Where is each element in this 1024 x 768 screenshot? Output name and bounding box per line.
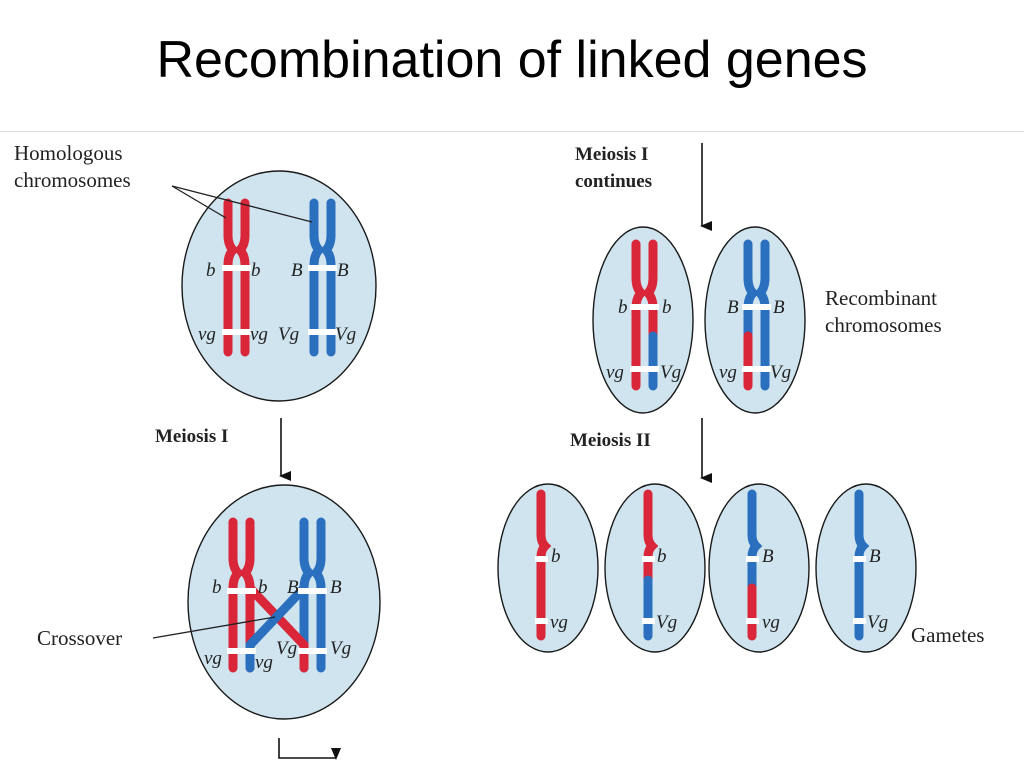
meiosis-ii-label: Meiosis II [570,430,651,451]
gene-label-B: B [330,577,342,598]
gene-label-b: b [551,546,561,567]
homologous-leader-line [171,185,313,223]
daughter-cell-left [592,226,694,414]
recombinant-chromosome-pair-left [630,239,659,391]
slide-title: Recombination of linked genes [156,31,868,89]
title-divider [0,131,1024,132]
gene-label-vg: vg [550,612,568,633]
crossover-chromosomes [227,517,327,673]
gene-label-Vg: Vg [867,612,888,633]
gene-label-b: b [212,577,222,598]
gene-label-vg: vg [606,362,624,383]
continue-arrow [278,738,341,760]
gene-label-b: b [206,260,216,281]
gene-label-Vg: Vg [656,612,677,633]
gene-label-B: B [762,546,774,567]
gene-label-B: B [773,297,785,318]
meiosis-i-label: Meiosis I [155,426,228,447]
maternal-chromosome-pair [222,198,251,357]
homologous-label-line1: Homologous [14,141,123,165]
gene-label-B: B [727,297,739,318]
gene-label-vg: vg [198,324,216,345]
gene-label-vg: vg [719,362,737,383]
gamete-chromosome-4 [853,489,870,641]
crossover-label: Crossover [37,626,122,650]
gene-label-b: b [662,297,672,318]
gene-label-b: b [258,577,268,598]
gene-label-Vg: Vg [770,362,791,383]
gene-label-vg: vg [250,324,268,345]
gene-label-vg: vg [255,652,273,673]
gamete-chromosome-3 [746,489,763,641]
gene-label-B: B [337,260,349,281]
gene-label-b: b [657,546,667,567]
gametes-label: Gametes [911,623,984,647]
gamete-cell-1 [497,483,599,653]
paternal-chromosome-pair [308,198,337,357]
parent-cell [181,170,377,402]
gamete-cell-4 [815,483,917,653]
recombinant-chromosome-pair-right [742,239,771,391]
gene-label-B: B [287,577,299,598]
crossover-cell [187,484,381,720]
gene-label-B: B [291,260,303,281]
crossover-leader-line [152,616,276,639]
daughter-cell-right [704,226,806,414]
gene-label-b: b [618,297,628,318]
gene-label-b: b [251,260,261,281]
gamete-chromosome-2 [642,489,659,641]
gene-label-B: B [869,546,881,567]
meiosis-i-continues-line2: continues [575,171,652,192]
gene-label-vg: vg [204,648,222,669]
gamete-chromosome-1 [535,489,552,641]
gene-label-vg: vg [762,612,780,633]
homologous-label-line2: chromosomes [14,168,131,192]
gene-label-Vg: Vg [276,638,297,659]
gene-label-Vg: Vg [278,324,299,345]
gamete-cell-3 [708,483,810,653]
recombinant-label-line1: Recombinant [825,286,937,310]
recombinant-label-line2: chromosomes [825,313,942,337]
gene-label-Vg: Vg [660,362,681,383]
gene-label-Vg: Vg [335,324,356,345]
meiosis-i-continues-line1: Meiosis I [575,144,648,165]
gene-label-Vg: Vg [330,638,351,659]
gamete-cell-2 [604,483,706,653]
homologous-leader-line [171,185,227,219]
